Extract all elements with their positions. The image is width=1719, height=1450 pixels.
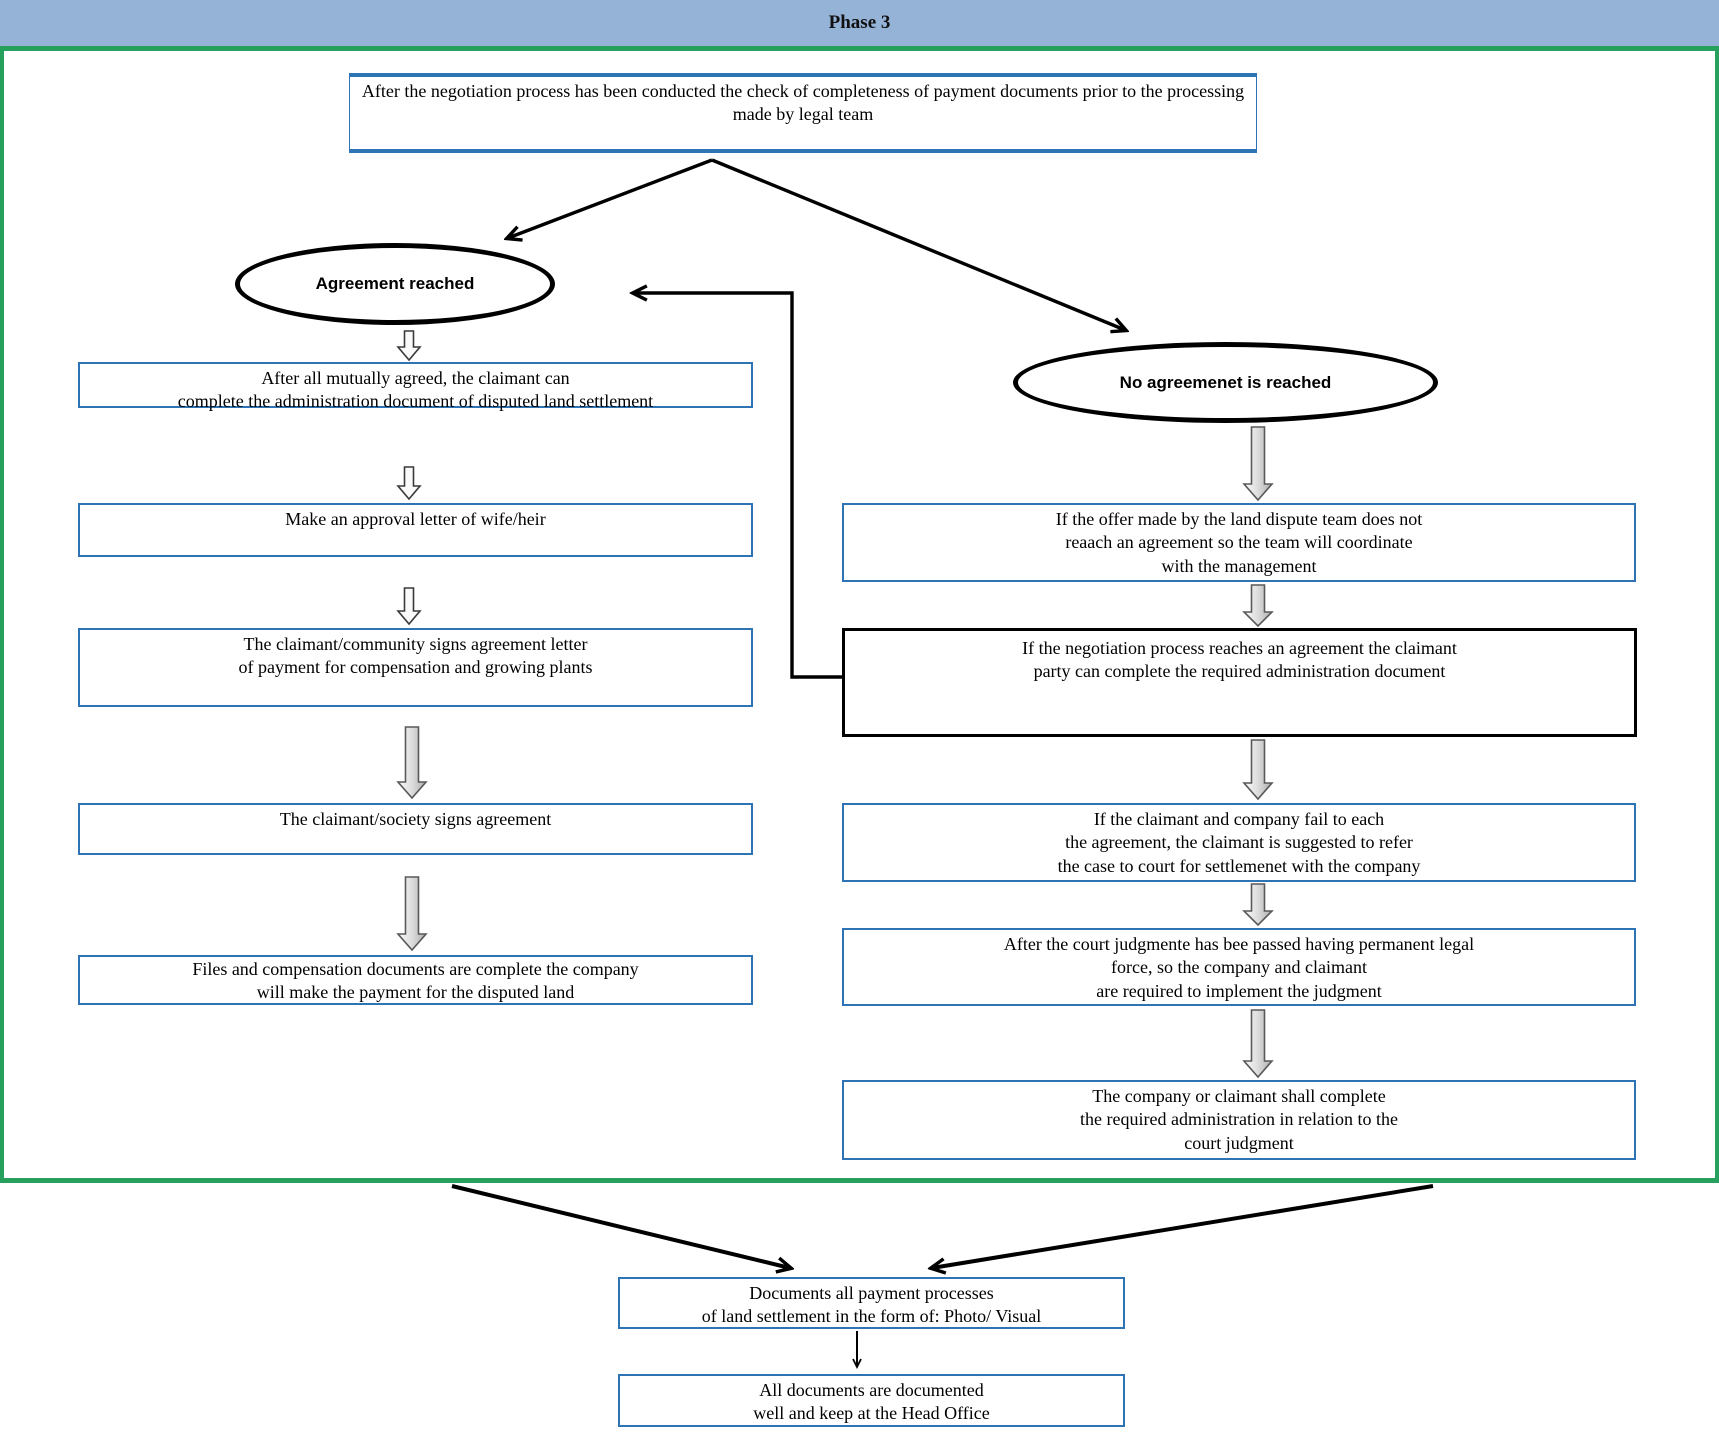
bottom-step-1: Documents all payment processes of land …	[618, 1277, 1125, 1329]
left-step-2: Make an approval letter of wife/heir	[78, 503, 753, 557]
phase-header: Phase 3	[0, 0, 1719, 46]
phase-title: Phase 3	[828, 12, 891, 33]
no-agreement-ellipse-label: No agreemenet is reached	[1119, 372, 1332, 392]
right-step-3: If the claimant and company fail to each…	[842, 803, 1636, 882]
left-step-1: After all mutually agreed, the claimant …	[78, 362, 753, 411]
right-step-4: After the court judgmente has bee passed…	[842, 928, 1636, 1006]
left-step-4: The claimant/society signs agreement	[78, 803, 753, 855]
no-agreement-ellipse: No agreemenet is reached	[1013, 342, 1438, 423]
left-step-3: The claimant/community signs agreement l…	[78, 628, 753, 707]
agreement-ellipse: Agreement reached	[235, 243, 555, 325]
flow-frame	[0, 46, 1719, 1183]
top-box: After the negotiation process has been c…	[349, 73, 1257, 153]
right-step-2: If the negotiation process reaches an ag…	[842, 628, 1637, 737]
converge-arrow-left	[451, 1184, 790, 1268]
bottom-step-2: All documents are documented well and ke…	[618, 1374, 1125, 1427]
right-step-1: If the offer made by the land dispute te…	[842, 503, 1636, 582]
agreement-ellipse-label: Agreement reached	[315, 274, 475, 293]
left-step-5: Files and compensation documents are com…	[78, 955, 753, 1005]
right-step-5: The company or claimant shall complete t…	[842, 1080, 1636, 1160]
converge-arrow-right	[932, 1184, 1434, 1268]
